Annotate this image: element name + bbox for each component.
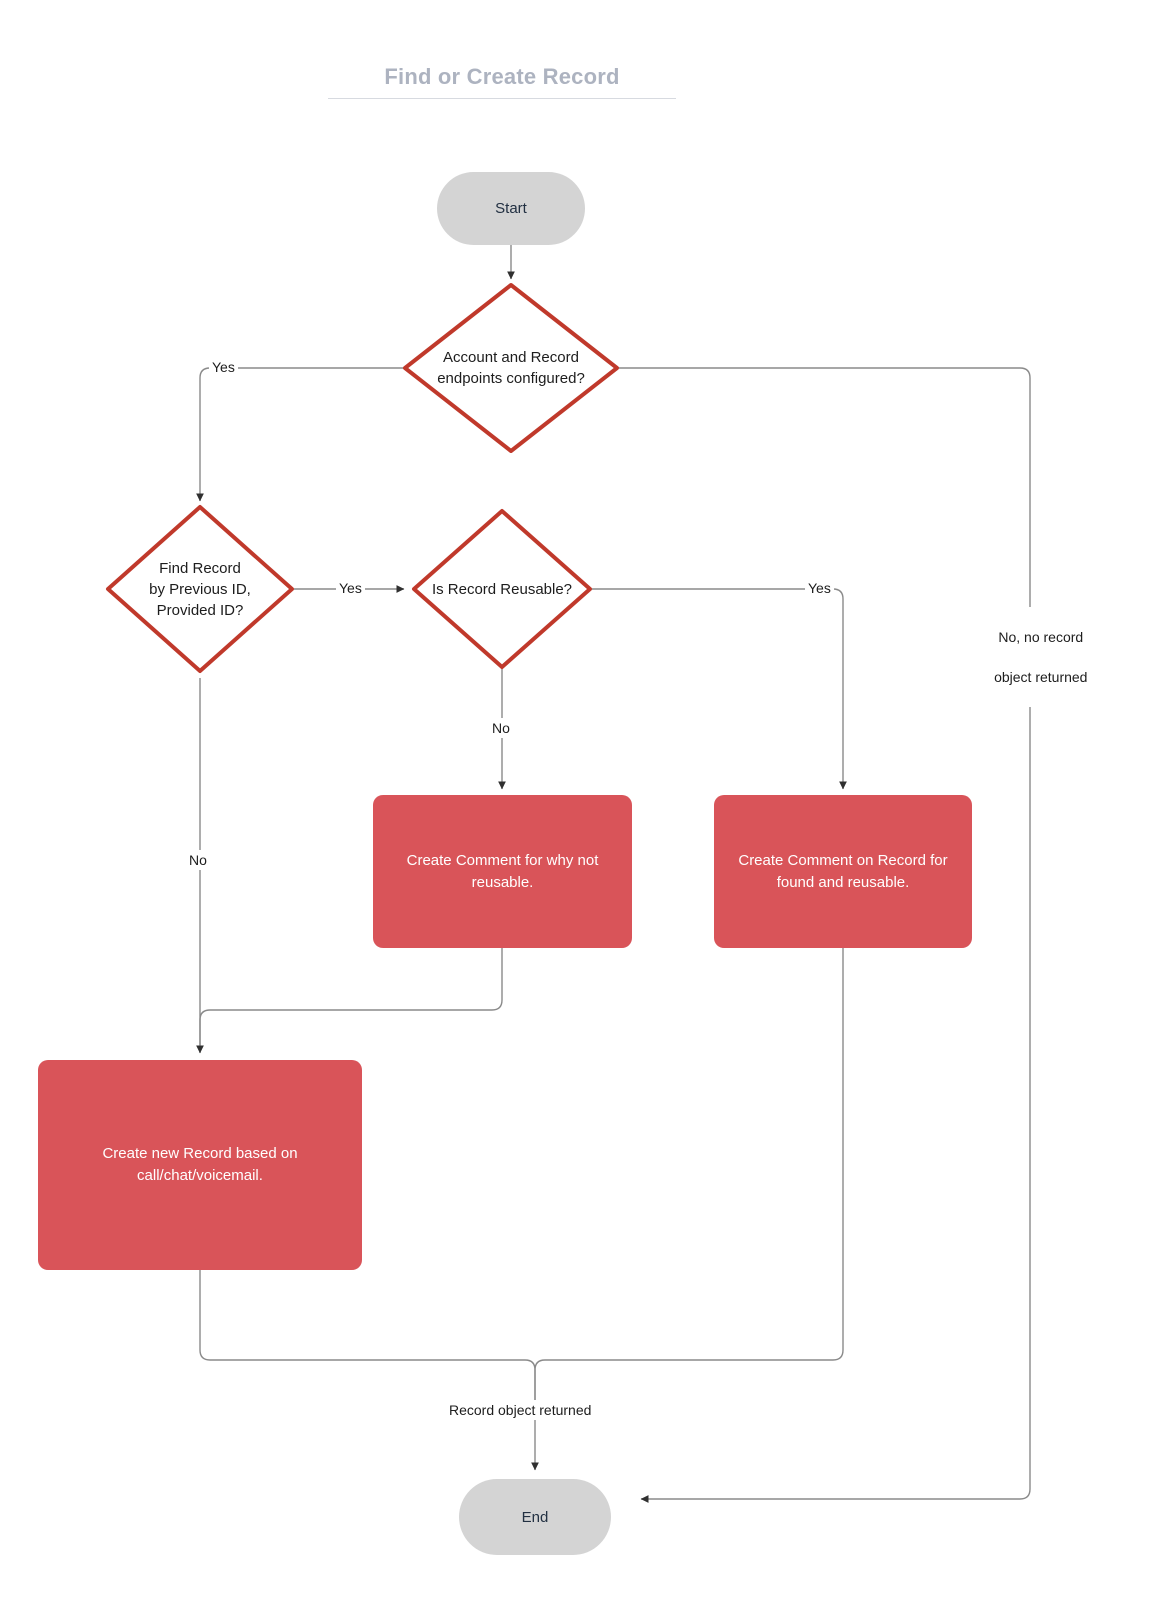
node-comment-not-reusable-line2: reusable.: [471, 873, 534, 891]
decision-reusable-shape: [412, 509, 592, 669]
node-start[interactable]: Start: [437, 172, 585, 245]
node-comment-not-reusable[interactable]: Create Comment for why not reusable.: [373, 795, 632, 948]
node-comment-not-reusable-line1: Create Comment for why not: [406, 851, 599, 869]
node-start-label: Start: [495, 200, 527, 217]
page-title: Find or Create Record: [328, 62, 676, 99]
node-comment-found-reusable[interactable]: Create Comment on Record for found and r…: [714, 795, 972, 948]
node-comment-found-reusable-line2: found and reusable.: [776, 873, 910, 891]
node-end[interactable]: End: [459, 1479, 611, 1555]
edge-comment-not-reusable-to-create: [199, 948, 503, 1045]
edge-label-endpoints-no-line2: object returned: [994, 669, 1088, 685]
edge-endpoints-no: [619, 367, 1031, 1503]
edge-endpoints-yes: [196, 367, 404, 502]
edge-label-find-yes: Yes: [336, 578, 365, 598]
decision-endpoints-shape: [403, 283, 619, 453]
node-create-record-line2: call/chat/voicemail.: [137, 1167, 263, 1184]
node-create-record[interactable]: Create new Record based on call/chat/voi…: [38, 1060, 362, 1270]
title-divider: [328, 98, 676, 99]
edge-label-record-object-returned: Record object returned: [446, 1400, 595, 1420]
node-end-label: End: [521, 1508, 549, 1526]
edge-label-endpoints-no: No, no record object returned: [966, 607, 1100, 707]
node-comment-found-reusable-line1: Create Comment on Record for: [738, 851, 948, 869]
node-create-record-line1: Create new Record based on: [102, 1145, 298, 1162]
edge-reusable-yes: [592, 588, 847, 790]
edge-label-reusable-no: No: [489, 718, 513, 738]
decision-find-record-shape: [106, 505, 294, 673]
edge-comment-found-to-merge: [534, 948, 844, 1400]
edge-create-record-to-merge: [199, 1270, 539, 1471]
edge-label-endpoints-yes: Yes: [209, 357, 238, 377]
edge-label-reusable-yes: Yes: [805, 578, 834, 598]
edge-label-find-no: No: [186, 850, 210, 870]
page-title-text: Find or Create Record: [384, 64, 620, 89]
edge-label-endpoints-no-line1: No, no record: [998, 629, 1084, 645]
